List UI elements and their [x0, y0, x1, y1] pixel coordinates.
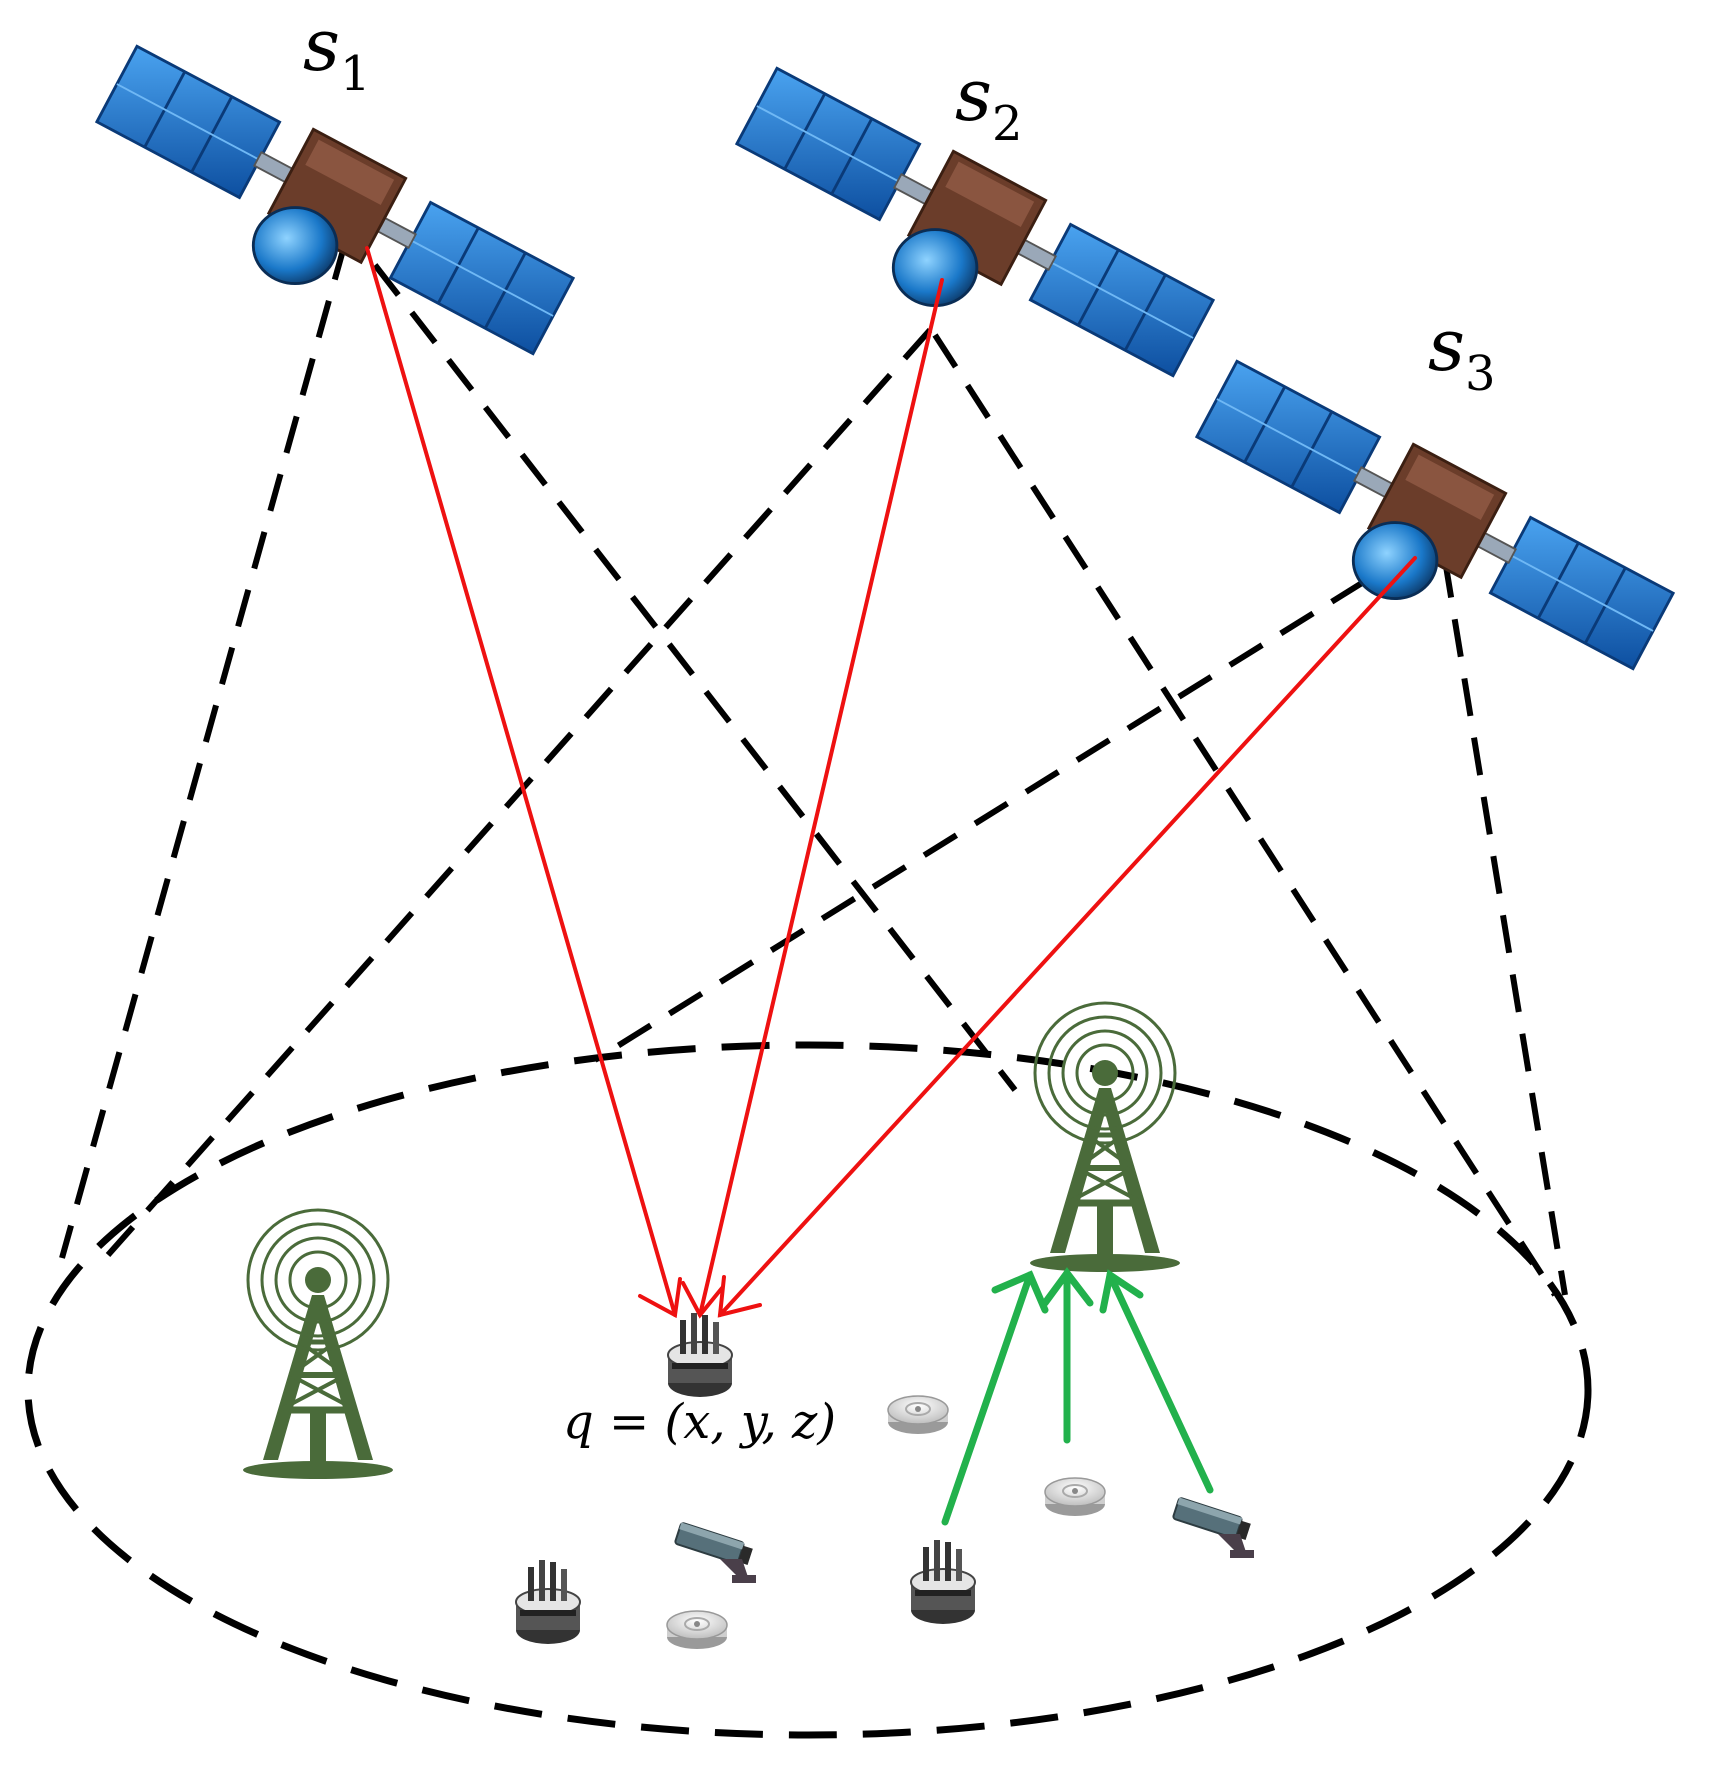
cone-s1-left [59, 242, 348, 1259]
signal-arrow-s1 [365, 246, 677, 1317]
smoke-detector-icon-1 [887, 1395, 949, 1435]
cone-s3-left [593, 547, 1417, 1063]
satellite-icon-s3 [1195, 351, 1680, 671]
cell-tower-icon-right [1030, 1003, 1180, 1272]
satellite-label-s2: s2 [955, 53, 1023, 152]
uplink-arrow-1 [941, 1271, 1034, 1526]
receiver-icon-1 [515, 1559, 581, 1645]
cell-tower-icon-left [243, 1210, 393, 1479]
satellite-signal-arrows [365, 246, 1417, 1319]
sensor-uplink-arrows [941, 1267, 1214, 1526]
receiver-icon-target [667, 1312, 733, 1398]
cone-s3-right [1442, 559, 1568, 1296]
cone-s2-left [105, 328, 933, 1257]
smoke-detector-icon-3 [666, 1610, 728, 1650]
coverage-area-ellipse [24, 1041, 1592, 1739]
cone-s1-right [372, 263, 1018, 1092]
receiver-icon-2 [910, 1539, 976, 1625]
camera-icon-2 [1171, 1496, 1255, 1559]
cone-s2-right [932, 333, 1558, 1297]
satellite-label-s1: s1 [303, 3, 371, 102]
camera-icon-1 [673, 1521, 757, 1584]
smoke-detector-icon-2 [1044, 1477, 1106, 1517]
position-label: q = (x, y, z) [563, 1394, 836, 1450]
signal-arrow-s2 [698, 278, 944, 1317]
satellite-label-s3: s3 [1428, 303, 1496, 402]
signal-arrow-s3 [718, 556, 1417, 1317]
coverage-cone-lines [59, 242, 1568, 1297]
uplink-arrow-3 [1106, 1271, 1214, 1494]
